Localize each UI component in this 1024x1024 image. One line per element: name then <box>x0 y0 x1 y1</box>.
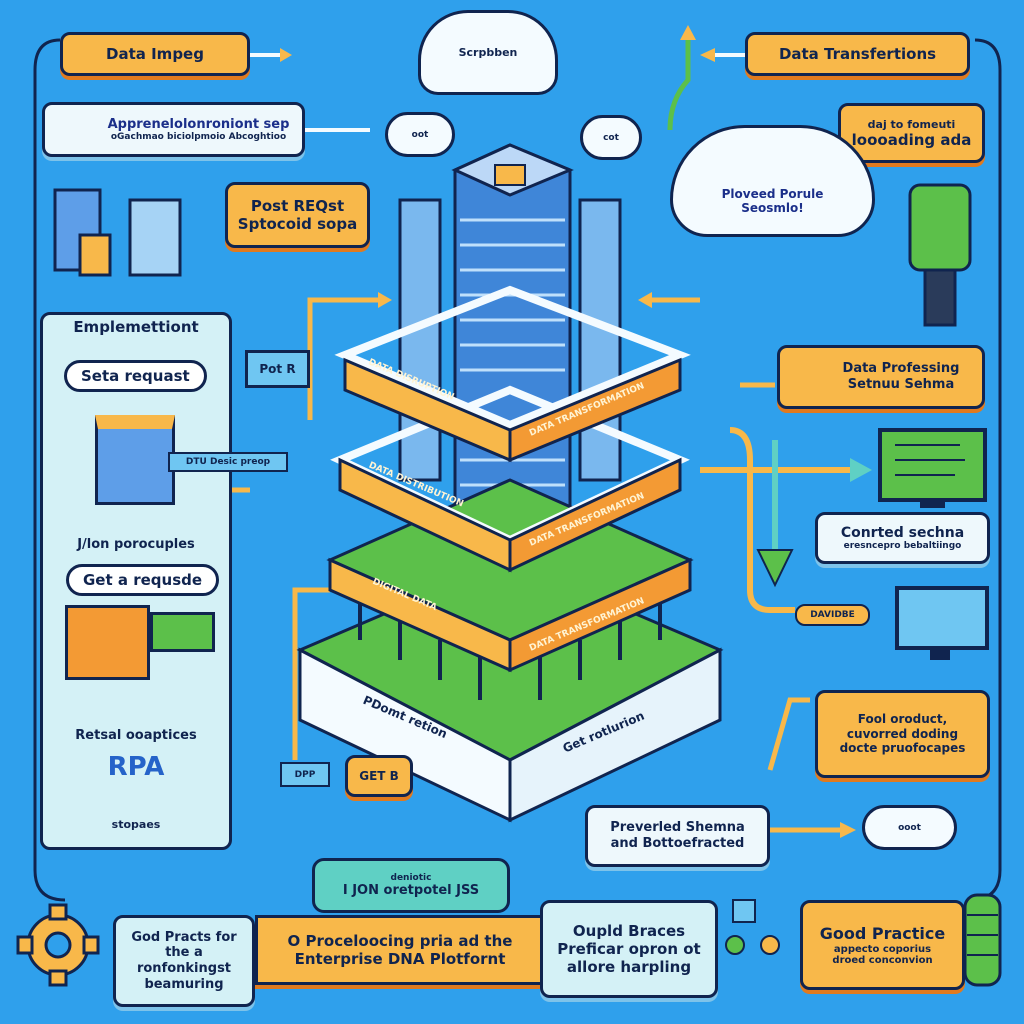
conrted-schema-box: Conrted sechna eresncepro bebaltiingo <box>815 512 990 564</box>
cloud-small-left: oot <box>385 112 455 157</box>
approx-subtitle: oGachmao biciolpmoio Abcoghtioo <box>110 132 287 143</box>
data-transfertions-box: Data Transfertions <box>745 32 970 76</box>
seta-request-pill[interactable]: Seta requast <box>64 360 207 392</box>
rpa-label: RPA <box>107 752 165 782</box>
oupld-box: Oupld Braces Preficar opron ot allore ha… <box>540 900 718 998</box>
loading-line1: daj to fomeuti <box>867 117 956 131</box>
json-label-wrap: J/lon porocuples <box>40 537 232 553</box>
preverled-line1: Preverled Shemna <box>610 820 745 836</box>
banner-line1: O Proceloocing pria ad the <box>287 932 513 950</box>
approx-box: Apprenelolonroniont sep oGachmao biciolp… <box>42 102 305 157</box>
oupld-line1: Oupld Braces <box>572 922 686 940</box>
json-box: deniotic I JON oretpotel JSS <box>312 858 510 913</box>
connector <box>307 297 380 420</box>
stopaes-wrap: stopaes <box>40 818 232 831</box>
gear-icon <box>16 903 100 987</box>
json-line1: deniotic <box>390 872 432 883</box>
conrted-title: Conrted sechna <box>840 524 965 541</box>
cloud-mid-line2: Seosmlo! <box>741 201 804 215</box>
json-line2: I JON oretpotel JSS <box>342 882 480 898</box>
data-impeg-box: Data Impeg <box>60 32 250 76</box>
folder-icon <box>95 415 175 505</box>
cloud-top-label: Scrpbben <box>458 45 518 59</box>
get-request-label: Get a requsde <box>83 571 203 589</box>
post-tag-label: Pot R <box>259 361 296 376</box>
cloud-bottom-label: ooot <box>898 822 921 833</box>
good-practice-line1: appecto coporius <box>833 943 932 955</box>
coin-stack-icon <box>963 893 1002 987</box>
oupld-line2: Preficar opron ot <box>557 940 701 958</box>
connector <box>667 40 691 131</box>
processing-line2: Setnuu Sehma <box>847 377 955 392</box>
conrted-subtitle: eresncepro bebaltiingo <box>843 541 962 552</box>
oupld-line3: allore harpling <box>566 958 692 976</box>
arrow-head <box>280 48 292 62</box>
approx-title: Apprenelolonroniont sep <box>107 116 290 132</box>
monitor-icon <box>895 586 989 660</box>
desic-arrow-label-box: DTU Desic preop <box>168 452 288 472</box>
cloud-small-left-label: oot <box>411 129 429 140</box>
cloud-small-right-label: cot <box>603 132 619 143</box>
rpa-wrap: RPA <box>40 752 232 783</box>
desic-arrow-label: DTU Desic preop <box>185 457 271 467</box>
post-line1: Post REQst <box>250 197 345 215</box>
dpp-tag: DPP <box>280 762 330 787</box>
left-panel-title-wrap: Emplemettiont <box>40 318 232 336</box>
cloud-top: Scrpbben <box>418 10 558 95</box>
monitor-icon <box>878 428 987 508</box>
dpp-tag-label: DPP <box>294 769 316 780</box>
processing-line1: Data Professing <box>842 361 960 377</box>
fool-line3: docte pruofocapes <box>839 741 966 756</box>
fool-product-box: Fool oroduct, cuvorred doding docte pruo… <box>815 690 990 778</box>
data-transfertions-label: Data Transfertions <box>778 45 937 63</box>
davidbe-tag: DAVIDBE <box>795 604 870 626</box>
cloud-mid-line1: Ploveed Porule <box>721 186 824 201</box>
loading-box: daj to fomeuti loooading ada <box>838 103 985 163</box>
post-line2: Sptocoid sopa <box>237 215 358 233</box>
database-cylinder-icon <box>908 183 972 327</box>
enterprise-banner: O Proceloocing pria ad the Enterprise DN… <box>255 915 545 985</box>
server-icons <box>53 188 182 277</box>
laptop-icon <box>65 605 150 680</box>
left-panel-title: Emplemettiont <box>73 318 199 336</box>
banner-line2: Enterprise DNA Plotfornt <box>294 950 506 968</box>
green-diamond <box>756 549 794 588</box>
god-practs-label: God Practs for the a ronfonkingst beamur… <box>131 929 237 992</box>
get-b-label: GET B <box>359 768 399 783</box>
seta-request-label: Seta requast <box>81 367 190 385</box>
cards-icon <box>150 612 215 652</box>
god-practs-box: God Practs for the a ronfonkingst beamur… <box>113 915 255 1007</box>
arrow-head <box>700 48 715 62</box>
fool-line1: Fool oroduct, <box>857 712 948 727</box>
tower-illustration <box>296 143 724 823</box>
cloud-small-right: cot <box>580 115 642 160</box>
good-practice-title: Good Practice <box>819 924 946 944</box>
post-request-box: Post REQst Sptocoid sopa <box>225 182 370 248</box>
cloud-mid: Ploveed Porule Seosmlo! <box>670 125 875 237</box>
post-tag: Pot R <box>245 350 310 388</box>
get-b-tag: GET B <box>345 755 413 797</box>
get-request-pill[interactable]: Get a requsde <box>66 564 220 596</box>
stopaes-label: stopaes <box>111 818 161 831</box>
retsal-wrap: Retsal ooaptices <box>40 728 232 744</box>
frame-line-left <box>33 38 66 902</box>
davidbe-label: DAVIDBE <box>810 610 855 620</box>
retsal-label: Retsal ooaptices <box>75 728 197 743</box>
preverled-box: Preverled Shemna and Bottoefracted <box>585 805 770 867</box>
data-impeg-label: Data Impeg <box>106 45 204 63</box>
good-practice-box: Good Practice appecto coporius droed con… <box>800 900 965 990</box>
data-processing-box: Data Professing Setnuu Sehma <box>777 345 985 409</box>
good-practice-line2: droed conconvion <box>832 954 933 966</box>
loading-line2: loooading ada <box>851 130 972 149</box>
cloud-bottom: ooot <box>862 805 957 850</box>
fool-line2: cuvorred doding <box>846 726 959 741</box>
json-porocuples-label: J/lon porocuples <box>77 537 195 552</box>
preverled-line2: and Bottoefracted <box>610 836 745 851</box>
node-icon <box>725 899 780 955</box>
